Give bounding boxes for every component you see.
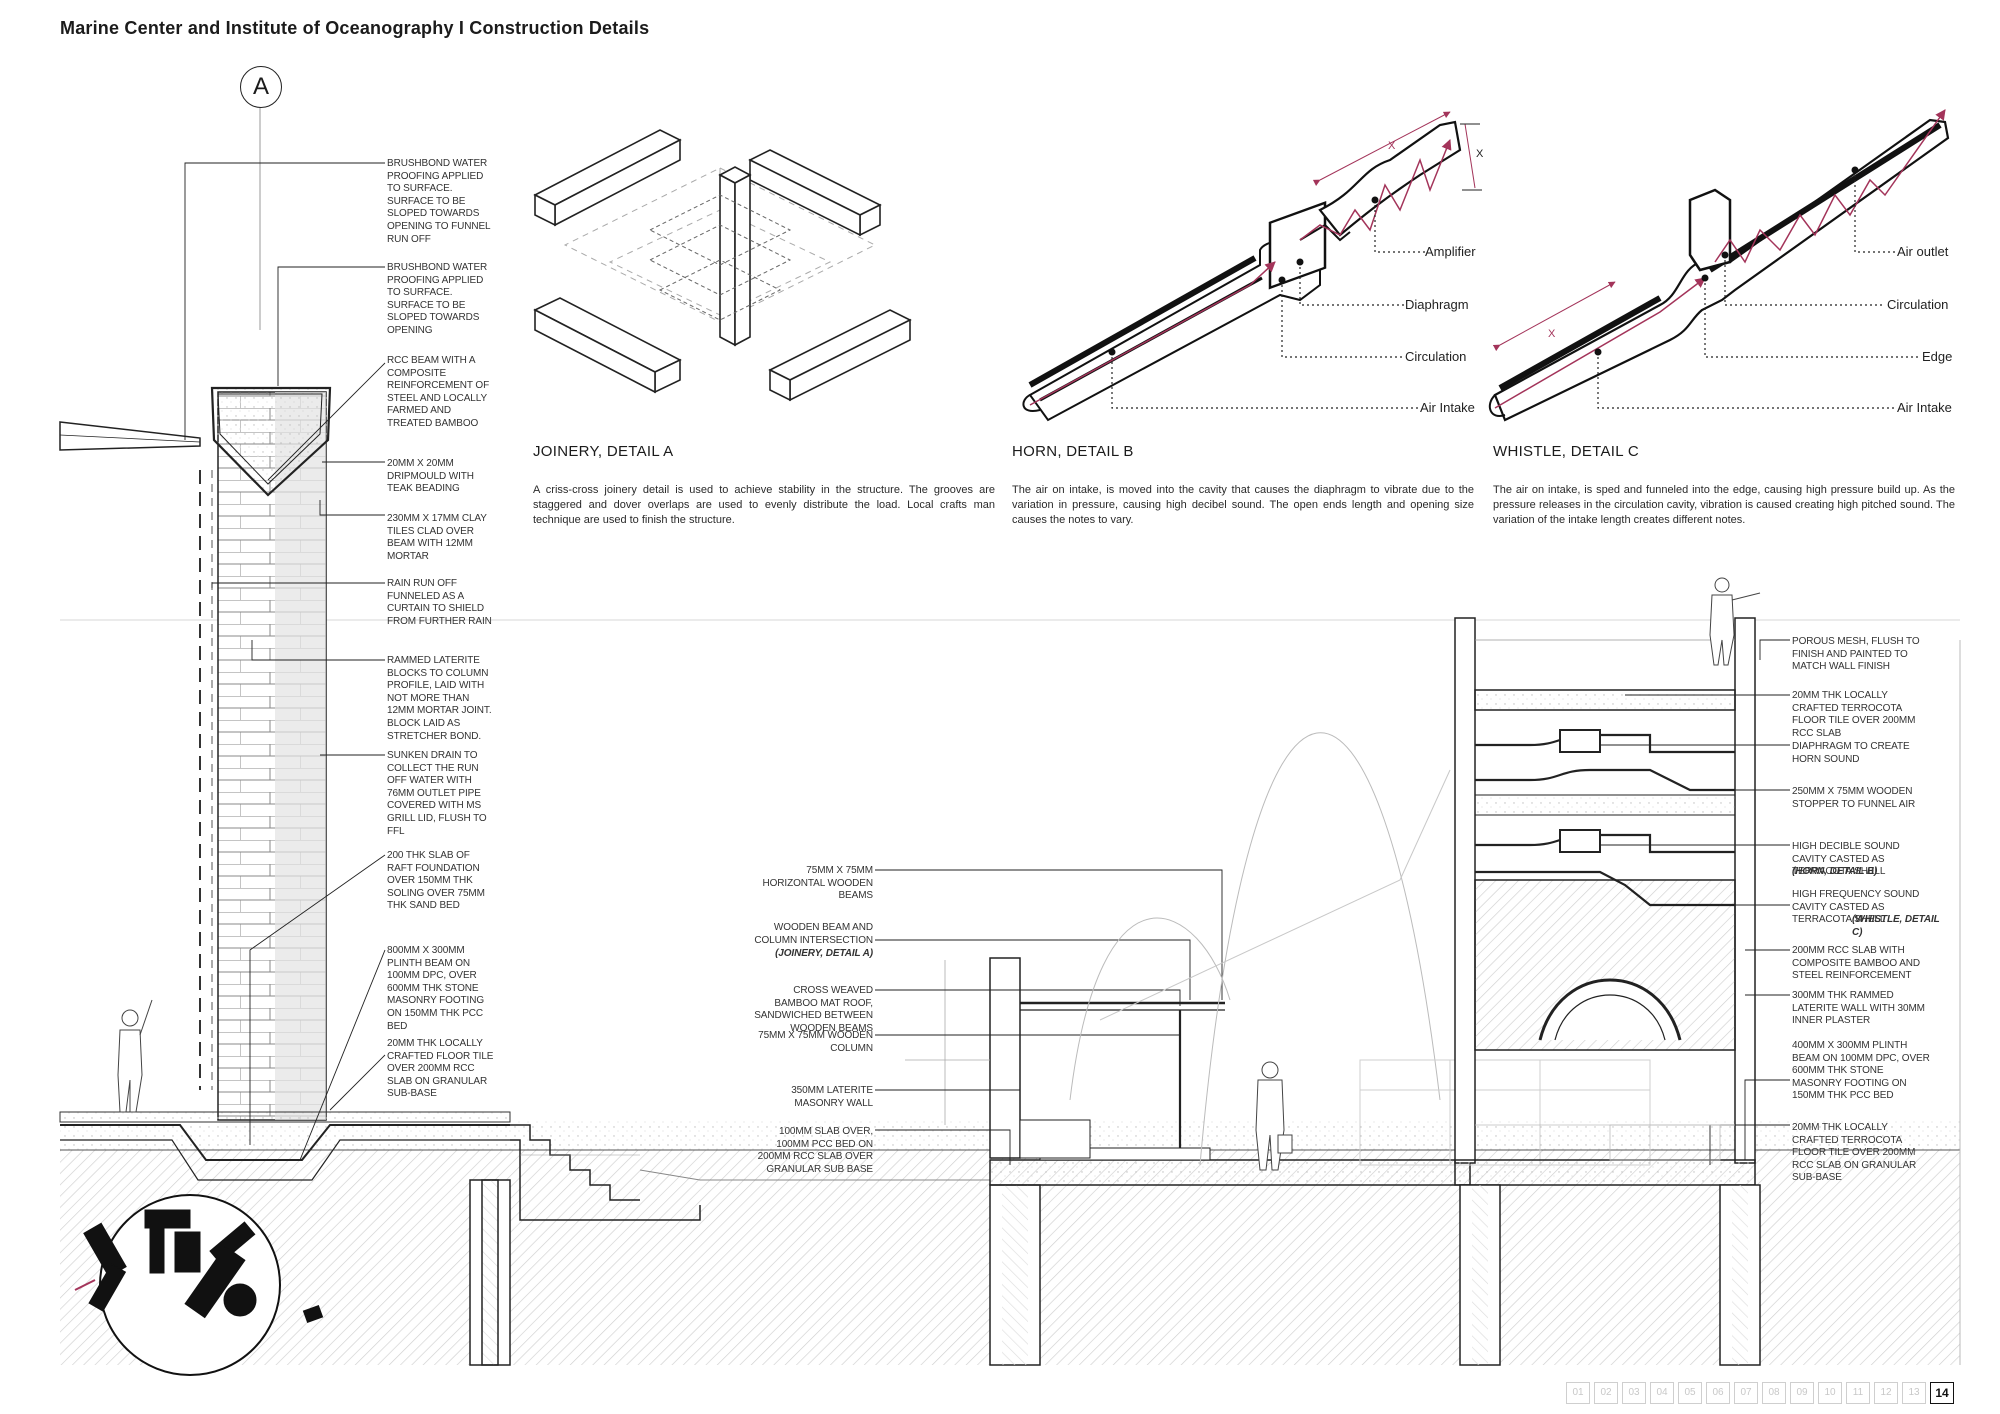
detail-title-joinery: JOINERY, DETAIL A — [533, 443, 674, 460]
page-number-14[interactable]: 14 — [1930, 1382, 1954, 1404]
note-rammed-laterite: RAMMED LATERITE BLOCKS TO COLUMN PROFILE… — [387, 655, 492, 742]
whistle-label-air-outlet: Air outlet — [1897, 244, 1949, 259]
left-wall-section — [59, 162, 511, 1181]
whistle-dim-x: X — [1548, 328, 1556, 340]
note-floor-tile: 20MM THK LOCALLY CRAFTED FLOOR TILE OVER… — [387, 1038, 494, 1100]
note-slab-pcc: 100MM SLAB OVER, 100MM PCC BED ON 200MM … — [757, 1126, 873, 1175]
note-waterproofing-1: BRUSHBOND WATER PROOFING APPLIED TO SURF… — [387, 158, 491, 245]
note-terracota-floor-tile: 20MM THK LOCALLY CRAFTED TERROCOTA FLOOR… — [1792, 690, 1916, 739]
note-sunken-drain: SUNKEN DRAIN TO COLLECT THE RUN OFF WATE… — [387, 750, 487, 837]
note-wooden-stopper: 250MM X 75MM WOODEN STOPPER TO FUNNEL AI… — [1792, 786, 1916, 810]
note-joinery-ref: (JOINERY, DETAIL A) — [775, 948, 873, 959]
horn-label-amplifier: Amplifier — [1425, 244, 1476, 259]
horn-label-air-intake: Air Intake — [1420, 400, 1475, 415]
page-number-08[interactable]: 08 — [1762, 1382, 1786, 1404]
grid-bubble-a: A — [240, 66, 282, 108]
sound-tower-section — [1454, 617, 1790, 1366]
person-figure-left — [117, 999, 153, 1113]
note-rain-runoff: RAIN RUN OFF FUNNELED AS A CURTAIN TO SH… — [387, 578, 492, 627]
note-plinth-beam-tower: 400MM X 300MM PLINTH BEAM ON 100MM DPC, … — [1792, 1040, 1930, 1102]
note-rcc-beam: RCC BEAM WITH A COMPOSITE REINFORCEMENT … — [387, 355, 490, 429]
pavilion-section — [875, 869, 1471, 1366]
joinery-detail-drawing — [533, 129, 912, 402]
note-whistle-cavity: HIGH FREQUENCY SOUND CAVITY CASTED AS TE… — [1792, 889, 1920, 926]
page-number-10[interactable]: 10 — [1818, 1382, 1842, 1404]
note-wooden-column: 75MM X 75MM WOODEN COLUMN — [758, 1030, 873, 1054]
note-beam-column-intersection: WOODEN BEAM AND COLUMN INTERSECTION — [754, 922, 873, 946]
note-horn-ref: (HORN, DETAIL B) — [1792, 866, 1878, 877]
note-dripmould: 20MM X 20MM DRIPMOULD WITH TEAK BEADING — [387, 458, 474, 495]
whistle-label-air-intake: Air Intake — [1897, 400, 1952, 415]
horn-label-diaphragm: Diaphragm — [1405, 297, 1469, 312]
note-waterproofing-2: BRUSHBOND WATER PROOFING APPLIED TO SURF… — [387, 262, 488, 336]
page-number-09[interactable]: 09 — [1790, 1382, 1814, 1404]
horn-dim-x-vertical: X — [1476, 148, 1484, 160]
whistle-label-edge: Edge — [1922, 349, 1953, 364]
detail-desc-joinery: A criss-cross joinery detail is used to … — [533, 484, 995, 526]
page-number-12[interactable]: 12 — [1874, 1382, 1898, 1404]
entrance-stairs — [469, 1124, 701, 1366]
note-rcc-slab-bamboo: 200MM RCC SLAB WITH COMPOSITE BAMBOO AND… — [1792, 945, 1921, 982]
page-number-03[interactable]: 03 — [1622, 1382, 1646, 1404]
page-number-05[interactable]: 05 — [1678, 1382, 1702, 1404]
note-horizontal-beams: 75MM X 75MM HORIZONTAL WOODEN BEAMS — [762, 865, 873, 902]
note-terracota-floor-subbase: 20MM THK LOCALLY CRAFTED TERROCOTA FLOOR… — [1792, 1122, 1917, 1184]
note-laterite-wall: 350MM LATERITE MASONRY WALL — [791, 1085, 873, 1109]
page-number-01[interactable]: 01 — [1566, 1382, 1590, 1404]
person-figure-middle — [1255, 1061, 1293, 1171]
page-number-07[interactable]: 07 — [1734, 1382, 1758, 1404]
detail-title-whistle: WHISTLE, DETAIL C — [1493, 443, 1639, 460]
note-raft-foundation: 200 THK SLAB OF RAFT FOUNDATION OVER 150… — [387, 850, 485, 912]
whistle-label-circulation: Circulation — [1887, 297, 1949, 312]
page-number-04[interactable]: 04 — [1650, 1382, 1674, 1404]
page-number-13[interactable]: 13 — [1902, 1382, 1926, 1404]
detail-desc-horn: The air on intake, is moved into the cav… — [1012, 484, 1474, 526]
horn-dim-x: X — [1388, 140, 1396, 152]
whistle-detail-drawing — [1488, 109, 1950, 422]
horn-detail-drawing — [1022, 111, 1482, 422]
person-figure-tower — [1709, 577, 1761, 666]
note-plinth-beam: 800MM X 300MM PLINTH BEAM ON 100MM DPC, … — [387, 945, 485, 1032]
page-title: Marine Center and Institute of Oceanogra… — [60, 18, 650, 38]
detail-desc-whistle: The air on intake, is sped and funneled … — [1493, 484, 1955, 526]
note-horn-cavity: HIGH DECIBLE SOUND CAVITY CASTED AS TERR… — [1792, 841, 1900, 878]
note-bamboo-roof: CROSS WEAVED BAMBOO MAT ROOF, SANDWICHED… — [754, 985, 873, 1034]
page-number-02[interactable]: 02 — [1594, 1382, 1618, 1404]
note-whistle-ref: (WHISTLE, DETAIL C) — [1852, 914, 1940, 938]
detail-title-horn: HORN, DETAIL B — [1012, 443, 1134, 460]
note-diaphragm: DIAPHRAGM TO CREATE HORN SOUND — [1792, 741, 1910, 765]
page-number-11[interactable]: 11 — [1846, 1382, 1870, 1404]
site-plan-key — [74, 1194, 324, 1376]
note-clay-tiles: 230MM X 17MM CLAY TILES CLAD OVER BEAM W… — [387, 513, 487, 562]
horn-label-circulation: Circulation — [1405, 349, 1467, 364]
page-number-06[interactable]: 06 — [1706, 1382, 1730, 1404]
note-rammed-laterite-wall: 300MM THK RAMMED LATERITE WALL WITH 30MM… — [1792, 990, 1925, 1027]
note-porous-mesh: POROUS MESH, FLUSH TO FINISH AND PAINTED… — [1792, 636, 1920, 673]
